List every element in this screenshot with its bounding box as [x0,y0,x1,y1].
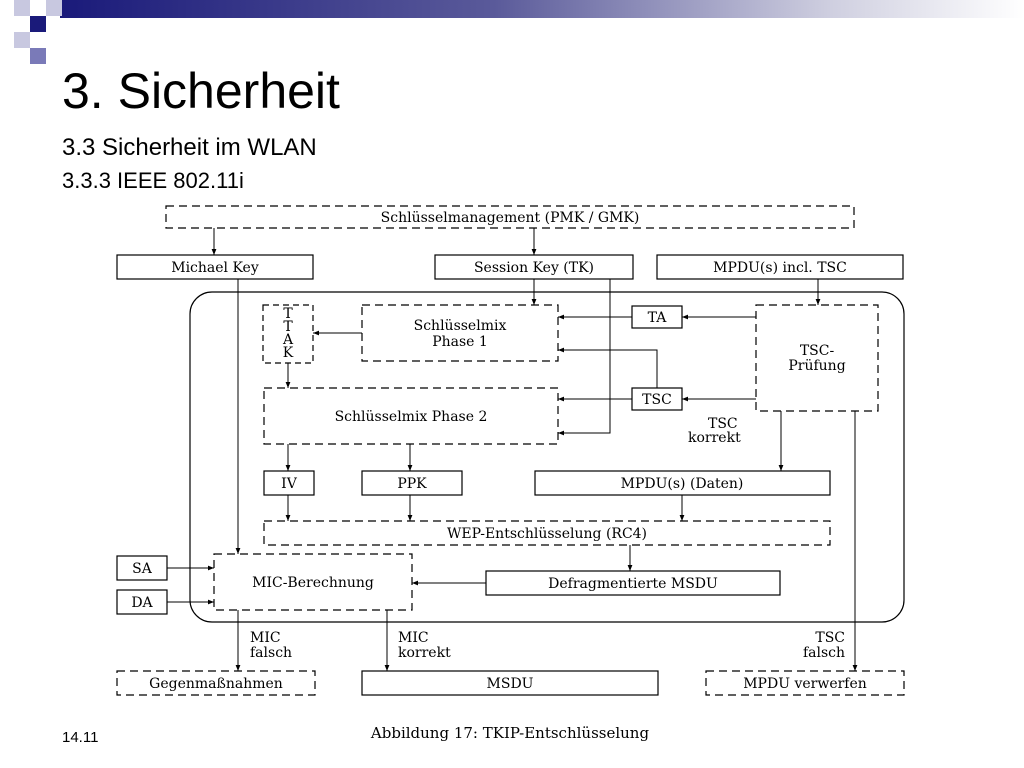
msdu-box [361,670,659,696]
session-key-label: Session Key (TK) [474,260,594,276]
slide-subtitle-section: 3.3 Sicherheit im WLAN [62,134,317,161]
schluesselmix-phase2-box [263,387,559,445]
mic-falsch-line1: MIC [250,630,281,646]
schluesselmix-phase1-line2: Phase 1 [432,334,488,350]
wep-entschluesselung-box [263,520,831,546]
tsc-pruefung-box [755,304,879,412]
da-label: DA [131,595,153,611]
decor-square-5 [30,48,46,64]
tsc-pruefung-line1: TSC- [800,343,835,359]
decor-square-1 [14,0,30,16]
ttak-letter-4: K [283,345,294,361]
decor-square-4 [14,32,30,48]
wep-entschluesselung-label: WEP-Entschlüsselung (RC4) [447,526,647,542]
mpdu-daten-label: MPDU(s) (Daten) [621,476,744,492]
ttak-letter-3: A [282,332,294,348]
ttak-letter-2: T [283,319,293,335]
schluesselmix-phase2-label: Schlüsselmix Phase 2 [335,409,488,425]
defragmentierte-msdu-label: Defragmentierte MSDU [548,576,718,592]
tsc-korrekt-line1: TSC [708,416,738,432]
iv-box [263,470,315,496]
gegenmassnahmen-box [116,670,316,696]
gegenmassnahmen-label: Gegenmaßnahmen [149,676,283,692]
michael-key-label: Michael Key [171,260,259,276]
page-number: 14.11 [62,729,99,746]
decor-square-2 [30,16,46,32]
mic-korrekt-line1: MIC [398,630,429,646]
tsc-pruefung-line2: Prüfung [788,358,845,374]
ppk-box [361,470,463,496]
mpdu-verwerfen-box [705,670,905,696]
decor-square-3 [46,0,62,16]
mpdu-incl-tsc-label: MPDU(s) incl. TSC [713,260,847,276]
sa-label: SA [132,561,153,577]
arrow-tsc-to-phase1 [558,347,658,388]
receiver-container [189,291,905,623]
slide-subtitle-subsection: 3.3.3 IEEE 802.11i [62,168,244,193]
ta-label: TA [648,310,668,326]
schluesselmanagement-label: Schlüsselmanagement (PMK / GMK) [381,210,640,226]
mpdu-verwerfen-label: MPDU verwerfen [743,676,867,692]
michael-key-box [116,254,314,280]
schluesselmanagement-box [165,205,855,229]
mic-korrekt-line2: korrekt [398,645,451,661]
tsc-falsch-line2: falsch [803,645,845,661]
header-gradient-bar [60,0,1024,18]
msdu-label: MSDU [487,676,534,692]
tsc-korrekt-line2: korrekt [688,430,741,446]
mic-falsch-line2: falsch [250,645,292,661]
ppk-label: PPK [397,476,427,492]
figure-caption: Abbildung 17: TKIP-Entschlüsselung [370,724,650,742]
mpdu-incl-tsc-box [656,254,904,280]
arrow-session-to-phase2 [558,279,611,436]
tsc-label: TSC [642,392,672,408]
tsc-falsch-line1: TSC [815,630,845,646]
schluesselmix-phase1-line1: Schlüsselmix [414,318,507,334]
slide-title: 3. Sicherheit [62,63,340,119]
iv-label: IV [281,476,298,492]
ttak-letter-1: T [283,306,293,322]
mic-berechnung-label: MIC-Berechnung [252,575,374,591]
